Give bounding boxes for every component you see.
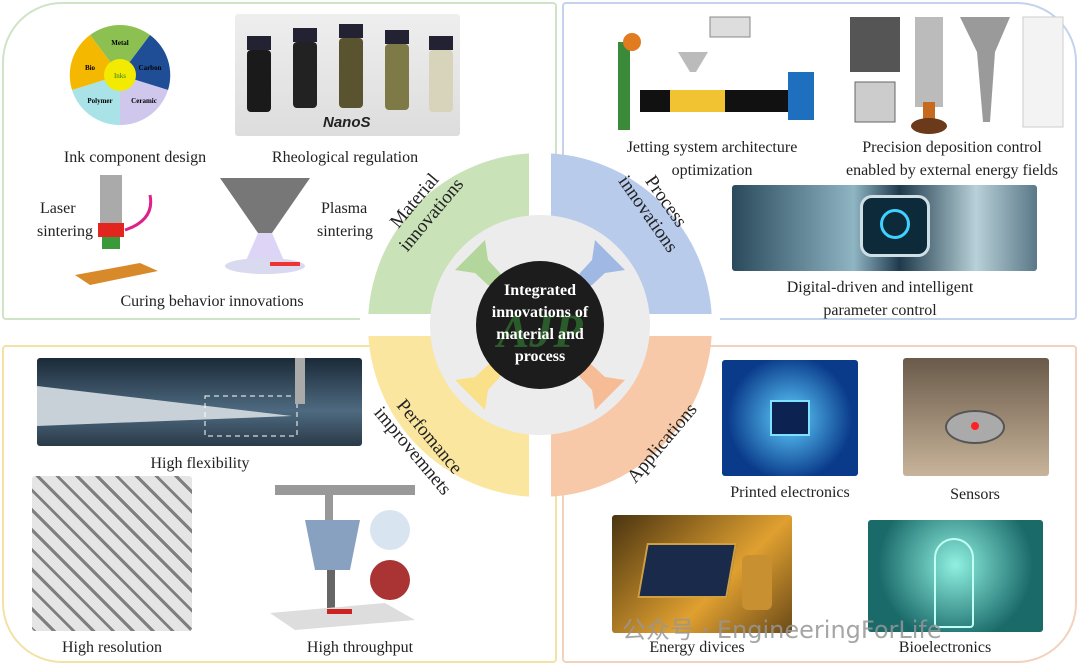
sensors-image <box>903 358 1049 476</box>
ajp-logo: AJP <box>494 305 583 358</box>
precision-caption-2: enabled by external energy fields <box>845 162 1059 179</box>
jetting-caption-1: Jetting system architecture <box>626 139 798 156</box>
center-circle <box>476 261 604 389</box>
bioelectronics-caption: Bioelectronics <box>898 639 992 656</box>
ink-component-caption: Ink component design <box>63 149 207 166</box>
plasma-sintering-image <box>220 178 310 274</box>
svg-text:Ceramic: Ceramic <box>131 97 157 105</box>
center-text-1: Integrated <box>504 282 576 299</box>
svg-text:Metal: Metal <box>111 39 129 47</box>
precision-caption-1: Precision deposition control <box>862 139 1042 156</box>
nanos-label: NanoS <box>323 114 371 131</box>
energy-devices-caption: Energy divices <box>649 639 745 656</box>
printed-electronics-caption: Printed electronics <box>730 484 850 501</box>
svg-text:Polymer: Polymer <box>87 97 112 105</box>
laser-label-2: sintering <box>37 223 93 240</box>
sensors-caption: Sensors <box>950 486 1000 503</box>
svg-text:Carbon: Carbon <box>139 64 162 72</box>
high-throughput-caption: High throughput <box>306 639 414 656</box>
digital-control-image <box>732 185 1037 271</box>
watermark: 公众号 · EngineeringForLife <box>622 616 942 644</box>
high-throughput-image <box>270 485 415 630</box>
energy-devices-image <box>612 515 792 633</box>
jetting-caption-2: optimization <box>671 162 753 179</box>
high-flexibility-caption: High flexibility <box>150 455 250 472</box>
high-flexibility-image <box>37 358 362 446</box>
digital-caption-2: parameter control <box>823 302 937 319</box>
high-resolution-lattice-image <box>32 476 192 631</box>
digital-caption-1: Digital-driven and intelligent <box>786 279 974 296</box>
plasma-label-2: sintering <box>317 223 373 240</box>
curing-caption: Curing behavior innovations <box>120 293 304 310</box>
bioelectronics-image <box>868 520 1043 632</box>
high-resolution-caption: High resolution <box>62 639 162 656</box>
pie-center-label: Inks <box>114 72 126 80</box>
svg-text:Bio: Bio <box>85 64 96 72</box>
vials-icon <box>247 24 453 112</box>
laser-label-1: Laser <box>40 200 76 217</box>
jetting-system-image <box>618 16 814 130</box>
precision-deposition-image <box>850 16 1064 134</box>
vials-image: NanoS <box>235 14 460 136</box>
center-text-3: material and <box>496 326 584 343</box>
laser-sintering-image <box>75 175 158 285</box>
plasma-label-1: Plasma <box>321 200 368 217</box>
center-text-2: innovations of <box>492 304 589 321</box>
center-text-4: process <box>515 348 565 365</box>
printed-electronics-image <box>722 360 858 476</box>
ink-component-pie: Inks Metal Carbon Ceramic Polymer Bio <box>69 25 171 126</box>
integration-hub-diagram: AJP Integrated innovations of material a… <box>360 145 720 505</box>
rheology-caption: Rheological regulation <box>271 149 419 166</box>
